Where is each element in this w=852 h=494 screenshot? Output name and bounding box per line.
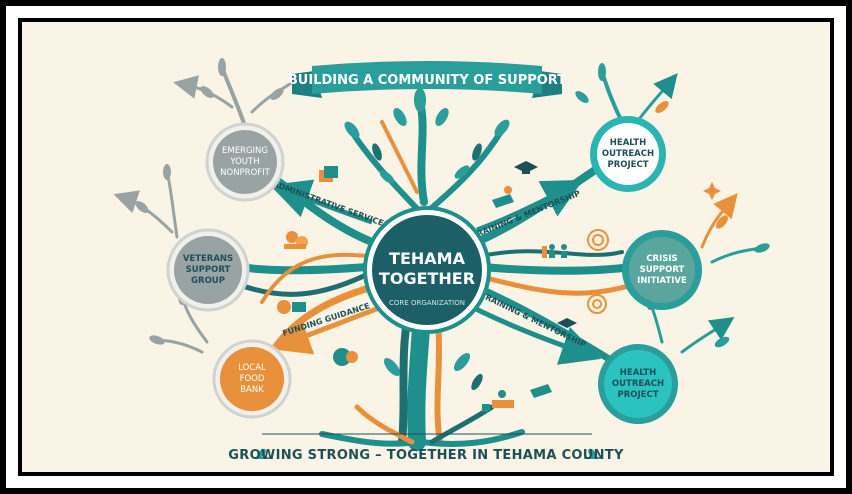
core-node: TEHAMA TOGETHER CORE ORGANIZATION bbox=[363, 206, 491, 334]
node-emerging-youth: EMERGING YOUTH NONPROFIT bbox=[205, 122, 285, 202]
arrow-training-top: TRAINING & MENTORSHIP bbox=[471, 179, 584, 241]
coins-icon bbox=[284, 231, 308, 249]
node-health2-line3: PROJECT bbox=[617, 390, 658, 400]
target-icon-2 bbox=[587, 294, 607, 314]
node-health1-line1: HEALTH bbox=[610, 138, 646, 148]
document-icon bbox=[319, 166, 338, 182]
graduation-cap-icon bbox=[514, 161, 538, 174]
hand-icon-2 bbox=[530, 384, 552, 398]
inner-border: BUILDING A COMMUNITY OF SUPPORT bbox=[18, 18, 834, 476]
graduation-cap-icon-2 bbox=[557, 318, 577, 328]
sparkle-icon bbox=[703, 182, 721, 200]
node-youth-line1: EMERGING bbox=[222, 146, 268, 156]
node-food-line3: BANK bbox=[240, 385, 264, 395]
diagram-canvas: BUILDING A COMMUNITY OF SUPPORT bbox=[22, 22, 830, 472]
node-health-outreach-bottom: HEALTH OUTREACH PROJECT bbox=[598, 344, 678, 424]
node-health-outreach-top: HEALTH OUTREACH PROJECT bbox=[590, 116, 666, 192]
node-food-line2: FOOD bbox=[240, 374, 265, 384]
core-name-line1: TEHAMA bbox=[389, 249, 466, 268]
node-crisis-line3: INITIATIVE bbox=[637, 276, 687, 286]
node-crisis-line1: CRISIS bbox=[646, 254, 677, 264]
node-health2-line1: HEALTH bbox=[620, 368, 656, 378]
node-crisis-line2: SUPPORT bbox=[640, 265, 685, 275]
hand-icon bbox=[492, 186, 514, 208]
node-food-line1: LOCAL bbox=[238, 363, 266, 373]
money-icon bbox=[277, 300, 306, 314]
node-youth-line2: YOUTH bbox=[229, 157, 259, 167]
team-icon bbox=[482, 390, 514, 412]
arrow-label-training-top: TRAINING & MENTORSHIP bbox=[471, 189, 582, 241]
handshake-icon bbox=[333, 348, 358, 366]
target-icon bbox=[587, 229, 609, 251]
node-veterans-line1: VETERANS bbox=[183, 254, 233, 264]
node-crisis-support: CRISIS SUPPORT INITIATIVE bbox=[622, 230, 702, 310]
core-subtitle: CORE ORGANIZATION bbox=[389, 299, 465, 307]
node-health2-line2: OUTREACH bbox=[612, 379, 664, 389]
footer-divider bbox=[254, 433, 600, 459]
leaves bbox=[344, 88, 510, 391]
node-food-bank: LOCAL FOOD BANK bbox=[212, 339, 292, 419]
title-banner: BUILDING A COMMUNITY OF SUPPORT bbox=[288, 61, 566, 98]
core-name-line2: TOGETHER bbox=[379, 269, 475, 288]
node-veterans: VETERANS SUPPORT GROUP bbox=[166, 228, 250, 312]
node-veterans-line2: SUPPORT bbox=[186, 265, 231, 275]
node-veterans-line3: GROUP bbox=[191, 276, 225, 286]
node-health1-line3: PROJECT bbox=[607, 160, 648, 170]
node-youth-line3: NONPROFIT bbox=[220, 168, 271, 178]
footer-tagline: GROWING STRONG – TOGETHER IN TEHAMA COUN… bbox=[228, 448, 624, 463]
tree-diagram: BUILDING A COMMUNITY OF SUPPORT bbox=[113, 58, 770, 459]
outer-frame: BUILDING A COMMUNITY OF SUPPORT bbox=[6, 6, 846, 488]
people-icon bbox=[542, 244, 567, 258]
banner-title: BUILDING A COMMUNITY OF SUPPORT bbox=[288, 73, 566, 88]
node-health1-line2: OUTREACH bbox=[602, 149, 654, 159]
